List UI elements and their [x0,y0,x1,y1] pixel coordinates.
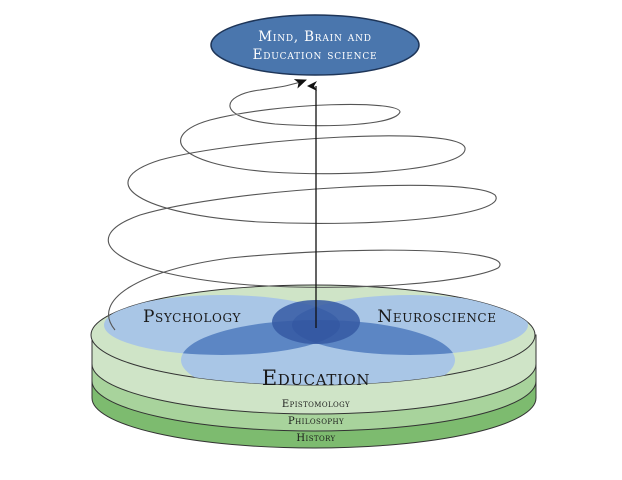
label-neuroscience: Neuroscience [377,307,496,327]
goal-title-line2: Education science [253,47,378,63]
goal-ellipse [210,14,420,76]
label-psychology: Psychology [143,307,241,327]
goal-title-line1: Mind, Brain and [258,29,372,45]
label-layer-history: History [296,433,335,444]
label-layer-philosophy: Philosophy [288,416,344,427]
goal-node: Mind, Brain and Education science [210,14,420,76]
label-layer-epistomology: Epistomology [282,399,350,410]
spiral-path [107,79,501,331]
label-education: Education [262,366,370,390]
